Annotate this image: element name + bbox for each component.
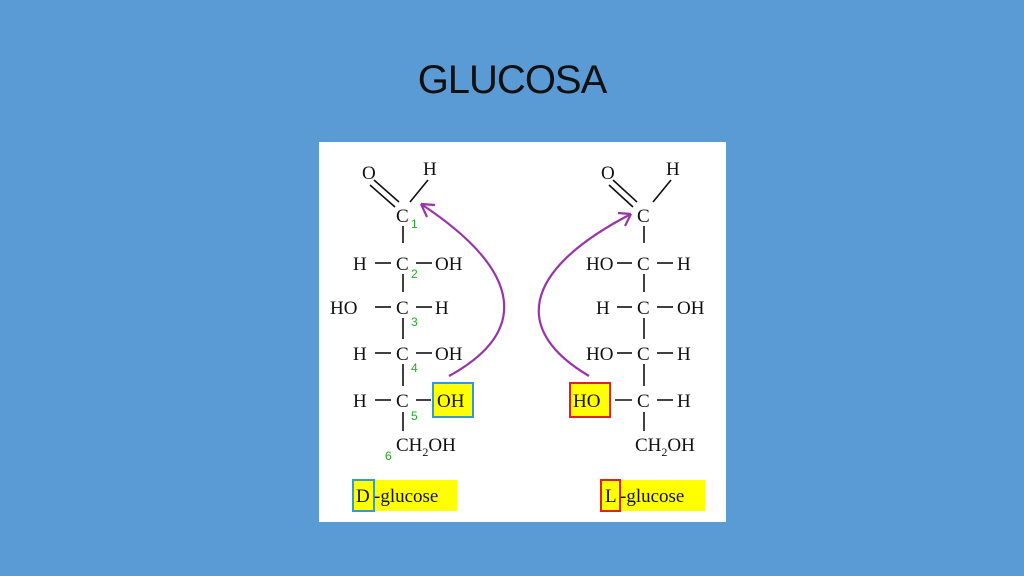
d-arrow xyxy=(420,202,506,377)
d-arrow-curve xyxy=(420,203,506,377)
d-c5-left: H xyxy=(353,391,367,412)
d-c1-number: 1 xyxy=(411,217,418,231)
l-label-box xyxy=(600,479,621,512)
d-c5-oh-highlight xyxy=(432,382,474,418)
l-c3-right: OH xyxy=(677,298,705,319)
d-c3-number: 3 xyxy=(411,315,418,329)
l-c6-ch2oh: CH2OH xyxy=(635,435,695,459)
l-label-highlight xyxy=(601,480,705,511)
d-c2-right: OH xyxy=(435,254,463,275)
d-c4: C xyxy=(396,344,409,365)
d-c2-left: H xyxy=(353,254,367,275)
l-c5-ho-highlight xyxy=(569,382,611,418)
d-c5-number: 5 xyxy=(411,409,418,423)
d-glucose-structure: O H C 1 H C OH 2 HO C H 3 H C OH 4 H C xyxy=(330,159,474,512)
l-c5: C xyxy=(637,391,650,412)
l-c2-left: HO xyxy=(586,254,613,275)
l-c4-left: HO xyxy=(586,344,613,365)
l-c5-left: HO xyxy=(573,391,600,412)
l-label-letter: L xyxy=(605,486,617,507)
l-c3-left: H xyxy=(596,298,610,319)
l-ch-bond xyxy=(652,179,672,203)
d-c2-number: 2 xyxy=(411,267,418,281)
l-subscript-2: 2 xyxy=(661,445,667,459)
d-ch: CH xyxy=(396,435,423,456)
d-c6-ch2oh: CH2OH xyxy=(396,435,456,459)
d-co-double-bond-2 xyxy=(369,184,396,208)
l-aldehyde-hydrogen: H xyxy=(666,159,680,180)
d-label-rest: -glucose xyxy=(374,486,438,507)
d-c3: C xyxy=(396,298,409,319)
l-c3: C xyxy=(637,298,650,319)
l-aldehyde-oxygen: O xyxy=(601,163,615,184)
d-c4-right: OH xyxy=(435,344,463,365)
d-label-letter: D xyxy=(356,486,370,507)
slide-title: GLUCOSA xyxy=(417,58,608,102)
d-subscript-2: 2 xyxy=(422,445,428,459)
d-label-highlight xyxy=(353,480,457,511)
l-arrow-curve xyxy=(537,213,632,377)
l-arrow xyxy=(537,211,632,377)
d-co-double-bond-1 xyxy=(373,179,400,203)
d-aldehyde-oxygen: O xyxy=(362,163,376,184)
d-c1: C xyxy=(396,206,409,227)
l-c4-right: H xyxy=(677,344,691,365)
d-oh: OH xyxy=(428,435,456,456)
l-co-double-bond-1 xyxy=(612,179,638,203)
d-aldehyde-hydrogen: H xyxy=(423,159,437,180)
d-c5: C xyxy=(396,391,409,412)
fischer-projections: O H C 1 H C OH 2 HO C H 3 H C OH 4 H C xyxy=(330,159,705,512)
d-c5-right: OH xyxy=(437,391,465,412)
l-arrow-head xyxy=(617,211,632,227)
l-glucose-structure: O H C HO C H H C OH HO C H HO C H xyxy=(569,159,705,512)
d-ch-bond xyxy=(409,179,429,203)
l-c4: C xyxy=(637,344,650,365)
glucose-fischer-figure: O H C 1 H C OH 2 HO C H 3 H C OH 4 H C xyxy=(319,142,726,522)
l-c2-right: H xyxy=(677,254,691,275)
d-c3-right: H xyxy=(435,298,449,319)
l-c5-right: H xyxy=(677,391,691,412)
d-c6-number: 6 xyxy=(385,449,392,463)
l-c2: C xyxy=(637,254,650,275)
d-c4-left: H xyxy=(353,344,367,365)
l-co-double-bond-2 xyxy=(608,184,634,208)
d-label-box xyxy=(352,479,375,512)
l-oh: OH xyxy=(667,435,695,456)
d-arrow-head xyxy=(420,202,436,218)
l-c1: C xyxy=(637,206,650,227)
d-c4-number: 4 xyxy=(411,361,418,375)
l-label-rest: -glucose xyxy=(620,486,684,507)
l-ch: CH xyxy=(635,435,662,456)
d-c2: C xyxy=(396,254,409,275)
d-c3-left: HO xyxy=(330,298,357,319)
